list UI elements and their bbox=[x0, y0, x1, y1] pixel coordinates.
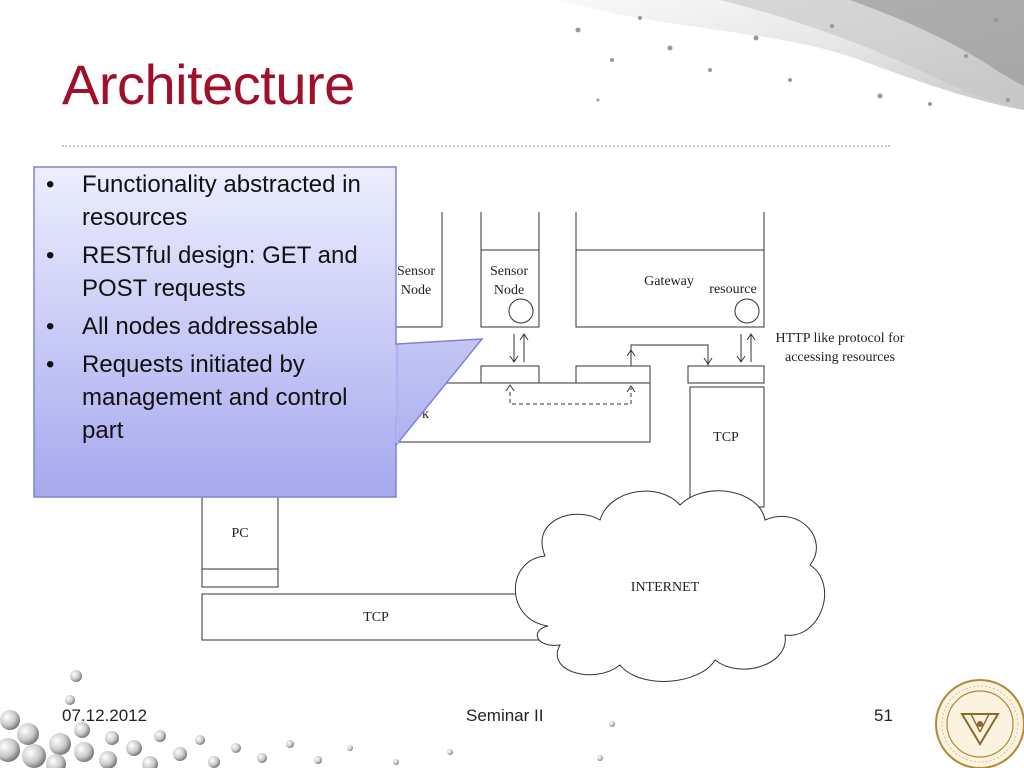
footer-title: Seminar II bbox=[466, 706, 544, 725]
tcp-bottom-box bbox=[201, 593, 548, 641]
gateway-label: Gateway bbox=[644, 274, 694, 289]
sensor-node-right-box bbox=[480, 249, 540, 328]
tcp-gateway-box bbox=[689, 386, 765, 508]
tcp-bottom-label: TCP bbox=[363, 610, 389, 625]
http-note-line2: accessing resources bbox=[785, 350, 895, 365]
protocol-box-gateway-right bbox=[687, 365, 765, 384]
slide-title: Architecture bbox=[62, 53, 355, 116]
sensor-node-left-label-line1: Sensor bbox=[397, 264, 435, 279]
bullet-item: All nodes addressable bbox=[44, 310, 394, 343]
sensor-node-right-resource bbox=[508, 298, 534, 324]
resource-label: resource bbox=[709, 282, 756, 297]
page-number: 51 bbox=[874, 706, 893, 725]
title-divider bbox=[62, 145, 890, 147]
http-note-line1: HTTP like protocol for bbox=[776, 331, 905, 346]
tcp-gateway-label: TCP bbox=[713, 430, 739, 445]
gateway-resource bbox=[734, 298, 760, 324]
decorative-spheres-bottom bbox=[0, 670, 615, 768]
bullet-list: Functionality abstracted in resources RE… bbox=[44, 168, 394, 452]
sensor-node-left-label-line2: Node bbox=[401, 283, 431, 298]
pc-label: PC bbox=[231, 526, 248, 541]
gateway-box bbox=[575, 249, 765, 328]
university-seal-logo bbox=[935, 679, 1024, 768]
bullet-item: RESTful design: GET and POST requests bbox=[44, 239, 394, 305]
sensor-node-right-label-line1: Sensor bbox=[490, 264, 528, 279]
footer-date: 07.12.2012 bbox=[62, 706, 148, 725]
internet-label: INTERNET bbox=[631, 580, 700, 595]
sensor-network-box bbox=[396, 382, 651, 443]
callout-pointer bbox=[395, 338, 484, 446]
pc-box bbox=[201, 496, 279, 588]
sensor-network-partial-label: k bbox=[422, 407, 429, 422]
sensor-node-right-label-line2: Node bbox=[494, 283, 524, 298]
internet-cloud bbox=[514, 490, 826, 682]
protocol-box-gateway-left bbox=[575, 365, 651, 384]
bullet-item: Functionality abstracted in resources bbox=[44, 168, 394, 234]
decorative-swirl-top bbox=[560, 0, 1024, 110]
bullet-item: Requests initiated by management and con… bbox=[44, 348, 394, 447]
protocol-box-sensor bbox=[480, 365, 540, 384]
